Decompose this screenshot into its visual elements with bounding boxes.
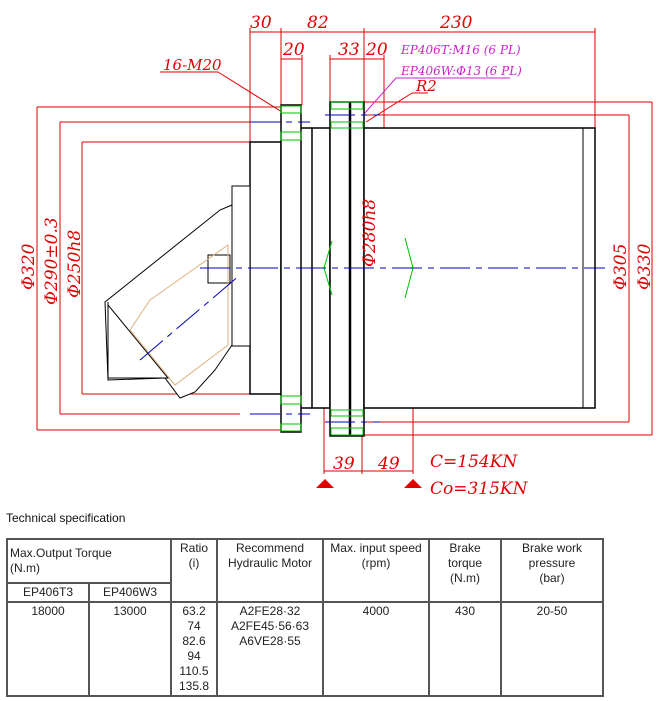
dim-82: 82 xyxy=(307,13,329,33)
support-marker-icon xyxy=(316,479,334,488)
dia-250: Φ250h8 xyxy=(65,230,85,298)
dim-39: 39 xyxy=(333,454,355,474)
note-ep406t: EP406T:M16 (6 PL) xyxy=(400,43,521,57)
header-torque: Max.Output Torque (N.m) xyxy=(6,538,172,584)
support-marker-icon xyxy=(404,479,422,488)
header-ratio: Ratio(i) xyxy=(170,538,218,603)
spec-table: Max.Output Torque (N.m) Ratio(i) Recomme… xyxy=(6,538,604,697)
dynamic-load: C=154KN xyxy=(430,452,518,472)
dim-49: 49 xyxy=(377,454,400,474)
cell-brake-pressure: 20-50 xyxy=(500,601,604,697)
dia-330: Φ330 xyxy=(635,243,655,290)
dia-305: Φ305 xyxy=(611,244,631,290)
cell-brake-torque: 430 xyxy=(428,601,502,697)
dimension-lines xyxy=(36,28,653,474)
static-load: Co=315KN xyxy=(430,479,529,499)
cell-speed: 4000 xyxy=(322,601,430,697)
hydraulic-motor xyxy=(104,185,251,399)
header-ep406t3: EP406T3 xyxy=(6,582,90,603)
dim-230: 230 xyxy=(439,13,473,33)
cell-torque-t3: 18000 xyxy=(6,601,90,697)
spec-title: Technical specification xyxy=(6,511,126,525)
assembly-drawing: 30 82 230 20 33 20 16-M20 EP406T:M16 (6 … xyxy=(19,13,655,499)
bolt-label: 16-M20 xyxy=(163,56,222,74)
header-speed: Max. input speed(rpm) xyxy=(322,538,430,603)
dim-30: 30 xyxy=(250,13,272,33)
dia-290: Φ290±0.3 xyxy=(42,217,62,305)
gearbox-body xyxy=(249,101,596,437)
center-line xyxy=(139,114,605,423)
header-ep406w3: EP406W3 xyxy=(88,582,172,603)
cell-torque-w3: 13000 xyxy=(88,601,172,697)
dia-280: Φ280h8 xyxy=(360,199,380,267)
dim-20-a: 20 xyxy=(282,40,305,60)
header-brake-torque: Brake torque(N.m) xyxy=(428,538,502,603)
dia-320: Φ320 xyxy=(19,243,39,290)
dim-33: 33 xyxy=(338,40,360,60)
note-ep406w: EP406W:Φ13 (6 PL) xyxy=(400,64,522,78)
radius-label: R2 xyxy=(415,77,437,95)
dim-20-b: 20 xyxy=(365,40,388,60)
